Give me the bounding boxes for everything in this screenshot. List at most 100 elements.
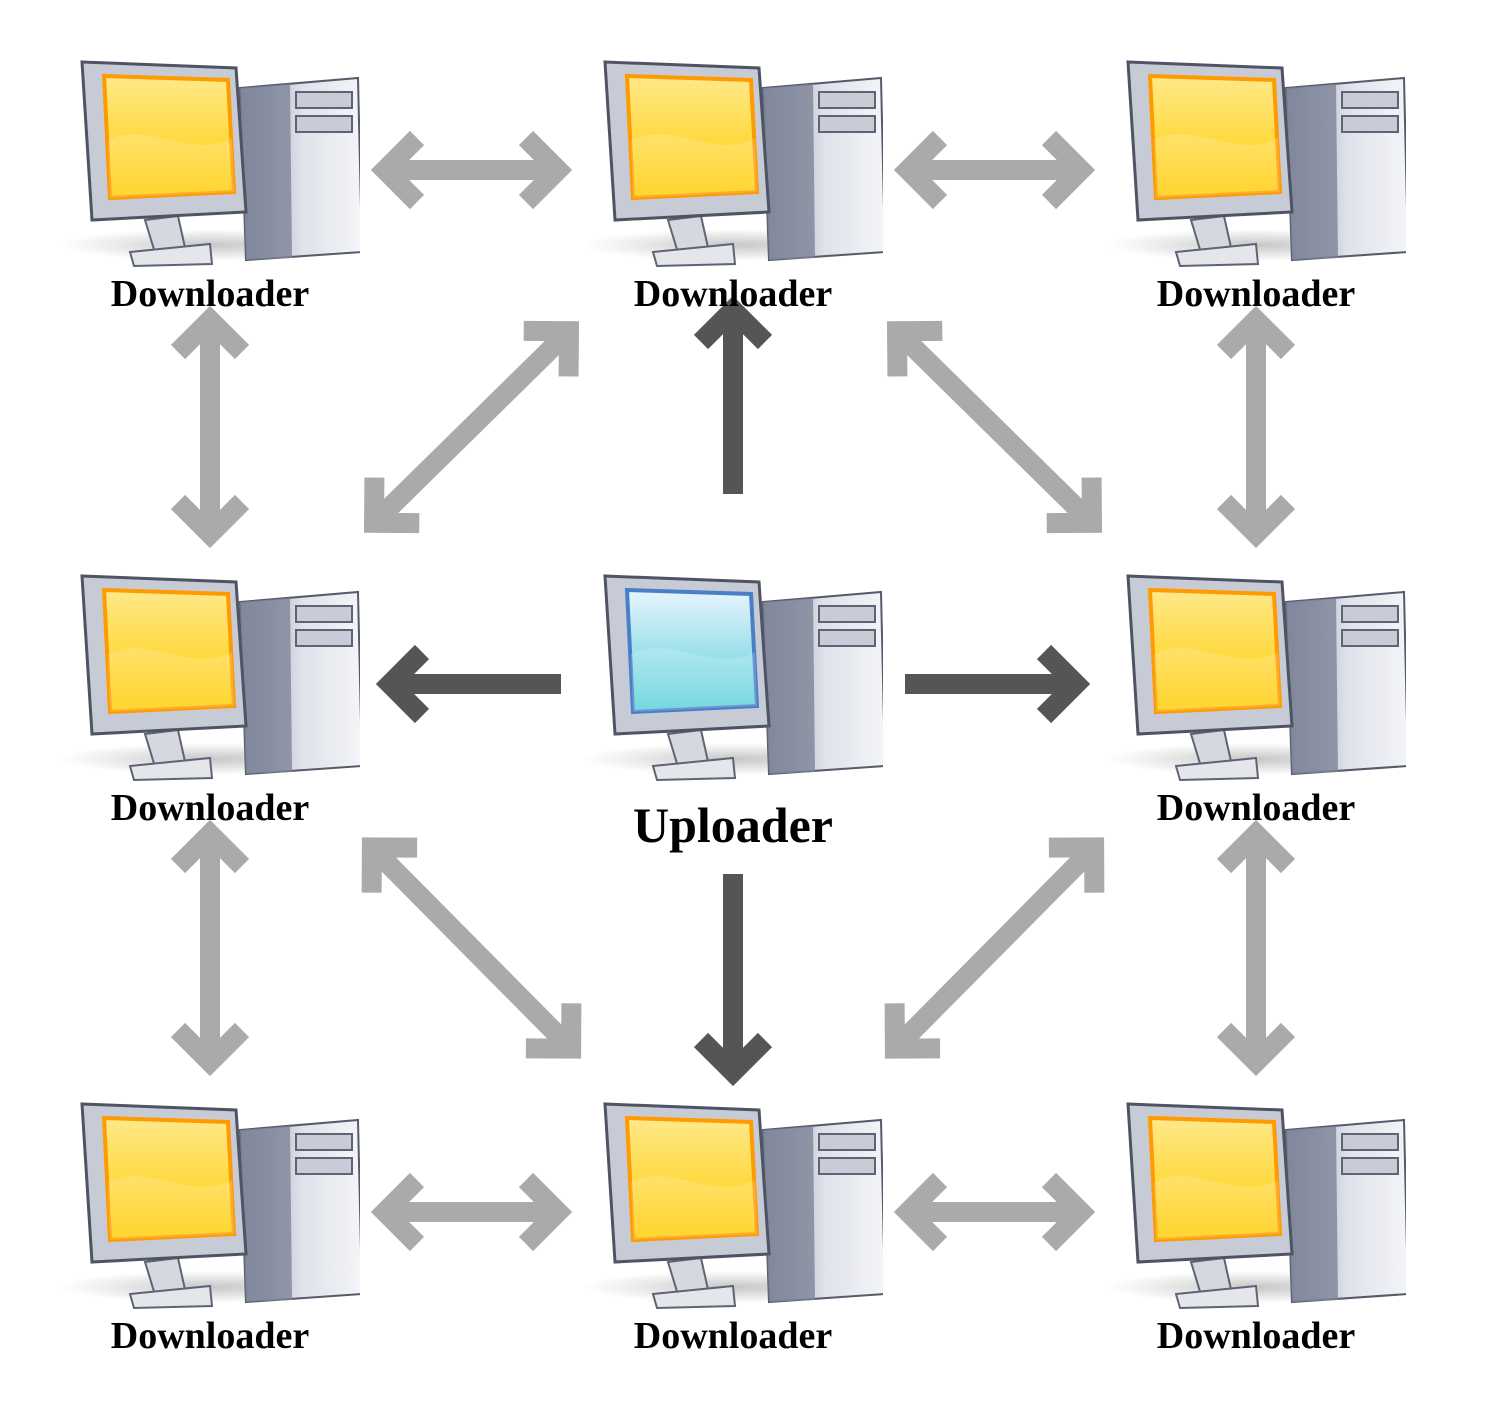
arrowhead xyxy=(1046,477,1103,534)
drive-bay xyxy=(1341,1157,1399,1175)
drive-bay xyxy=(818,605,876,623)
node-label: Downloader xyxy=(1156,1315,1356,1357)
drive-bay xyxy=(295,91,353,109)
drive-bay xyxy=(295,115,353,133)
drive-bay xyxy=(818,1133,876,1151)
upload-arrow xyxy=(375,644,561,724)
node-label: Downloader xyxy=(1156,787,1356,829)
monitor-screen xyxy=(1147,587,1283,715)
drive-bay xyxy=(295,605,353,623)
arrow-shaft xyxy=(374,850,569,1046)
node-label: Downloader xyxy=(633,273,833,315)
drive-bay xyxy=(1341,629,1399,647)
arrowhead xyxy=(170,1022,250,1077)
node-top-center: Downloader xyxy=(583,60,883,320)
arrowhead xyxy=(893,1172,948,1252)
monitor-screen xyxy=(624,587,760,715)
arrowhead xyxy=(361,837,418,893)
computer-icon xyxy=(60,574,360,782)
drive-bay xyxy=(1341,91,1399,109)
arrowhead xyxy=(523,320,580,377)
peer-arrow xyxy=(370,1172,573,1252)
computer-icon xyxy=(60,60,360,268)
computer-icon xyxy=(1106,574,1406,782)
node-top-left: Downloader xyxy=(60,60,360,320)
drive-bay xyxy=(818,629,876,647)
node-label: Downloader xyxy=(1156,273,1356,315)
node-label: Downloader xyxy=(110,273,310,315)
monitor-base xyxy=(651,242,737,268)
arrowhead xyxy=(518,130,573,210)
monitor-screen xyxy=(1147,73,1283,201)
arrowhead xyxy=(693,295,773,350)
monitor-screen xyxy=(624,1115,760,1243)
node-center: Uploader xyxy=(583,574,883,853)
arrowhead xyxy=(370,130,425,210)
monitor-base xyxy=(128,1284,214,1310)
arrowhead xyxy=(518,1172,573,1252)
node-label: Downloader xyxy=(633,1315,833,1357)
arrow-shaft xyxy=(900,333,1089,521)
monitor-screen xyxy=(101,1115,237,1243)
peer-arrow xyxy=(170,819,250,1077)
computer-icon xyxy=(583,1102,883,1310)
peer-arrow xyxy=(363,320,580,534)
node-top-right: Downloader xyxy=(1106,60,1406,320)
peer-arrow xyxy=(1216,819,1296,1077)
monitor-base xyxy=(651,1284,737,1310)
arrowhead xyxy=(375,644,430,724)
node-middle-left: Downloader xyxy=(60,574,360,834)
monitor-screen xyxy=(624,73,760,201)
monitor-base xyxy=(1174,756,1260,782)
arrowhead xyxy=(170,494,250,549)
arrow-shaft xyxy=(897,850,1092,1046)
computer-icon xyxy=(1106,1102,1406,1310)
arrowhead xyxy=(1041,1172,1096,1252)
node-bottom-left: Downloader xyxy=(60,1102,360,1362)
computer-icon xyxy=(60,1102,360,1310)
node-middle-right: Downloader xyxy=(1106,574,1406,834)
arrowhead xyxy=(525,1003,582,1059)
drive-bay xyxy=(295,629,353,647)
peer-arrow xyxy=(886,320,1103,534)
arrowhead xyxy=(170,305,250,360)
arrowhead xyxy=(886,320,943,377)
monitor-base xyxy=(1174,1284,1260,1310)
arrowhead xyxy=(693,1032,773,1087)
arrowhead xyxy=(170,819,250,874)
peer-arrow xyxy=(893,130,1096,210)
drive-bay xyxy=(1341,1133,1399,1151)
computer-icon xyxy=(583,60,883,268)
peer-arrow xyxy=(1216,305,1296,549)
arrow-shaft xyxy=(377,333,566,521)
arrowhead xyxy=(370,1172,425,1252)
arrowhead xyxy=(363,477,420,534)
node-label: Downloader xyxy=(110,787,310,829)
arrowhead xyxy=(893,130,948,210)
node-bottom-center: Downloader xyxy=(583,1102,883,1362)
monitor-base xyxy=(128,242,214,268)
arrowhead xyxy=(1216,494,1296,549)
arrowhead xyxy=(1048,837,1105,893)
monitor-base xyxy=(128,756,214,782)
drive-bay xyxy=(818,1157,876,1175)
arrowhead xyxy=(1041,130,1096,210)
drive-bay xyxy=(1341,605,1399,623)
upload-arrow xyxy=(693,295,773,494)
arrowhead xyxy=(1216,819,1296,874)
drive-bay xyxy=(818,91,876,109)
peer-arrow xyxy=(170,305,250,549)
arrowhead xyxy=(1036,644,1091,724)
upload-arrow xyxy=(693,874,773,1087)
arrowhead xyxy=(884,1003,941,1059)
node-label: Uploader xyxy=(633,797,833,853)
monitor-base xyxy=(1174,242,1260,268)
monitor-screen xyxy=(101,587,237,715)
monitor-screen xyxy=(1147,1115,1283,1243)
drive-bay xyxy=(295,1157,353,1175)
peer-arrow xyxy=(361,837,582,1059)
node-label: Downloader xyxy=(110,1315,310,1357)
monitor-base xyxy=(651,756,737,782)
